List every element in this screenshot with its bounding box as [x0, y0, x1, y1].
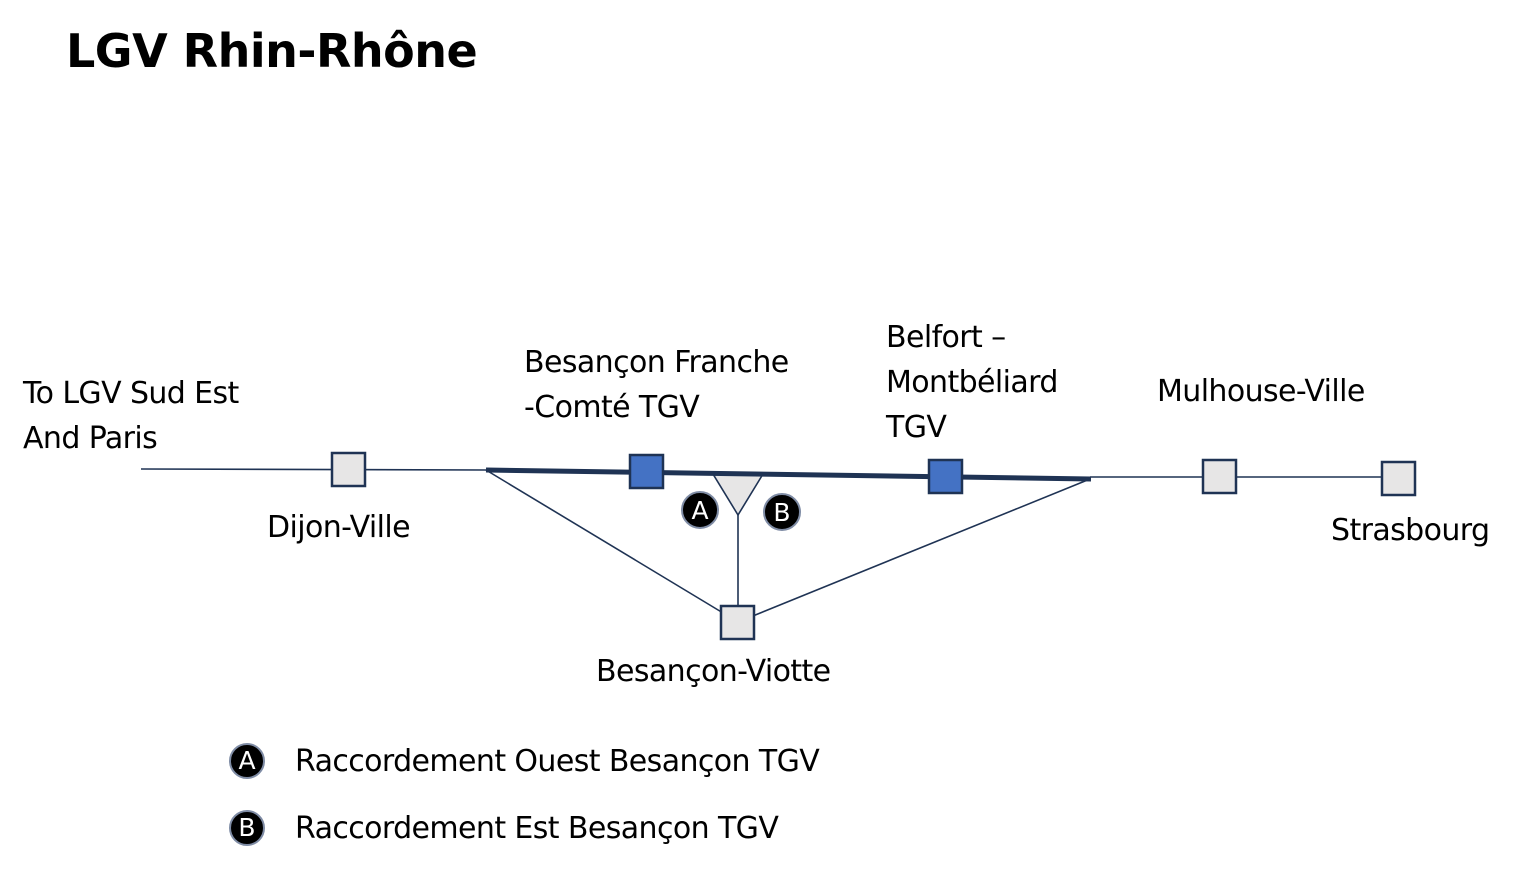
- station-marker-strasbourg[interactable]: [1380, 460, 1417, 497]
- label-belfort: Belfort – Montbéliard TGV: [886, 320, 1058, 445]
- legend-label-a: Raccordement Ouest Besançon TGV: [295, 743, 820, 779]
- legend-item-a: A Raccordement Ouest Besançon TGV: [229, 741, 820, 781]
- label-viotte: Besançon-Viotte: [596, 654, 831, 689]
- junction-a-badge: A: [681, 491, 719, 529]
- lgv-track: [485, 467, 1092, 482]
- junction-b-badge: B: [763, 493, 801, 531]
- track-west-viotte: [485, 469, 739, 623]
- diagram-title: LGV Rhin-Rhône: [66, 24, 478, 78]
- station-marker-dijon[interactable]: [330, 451, 367, 488]
- track-east-viotte: [737, 478, 1091, 623]
- label-paris: To LGV Sud Est And Paris: [23, 376, 239, 456]
- legend-label-b: Raccordement Est Besançon TGV: [295, 810, 779, 846]
- label-strasbourg: Strasbourg: [1331, 513, 1490, 548]
- junction-a-letter: A: [691, 496, 708, 525]
- station-marker-besancon-tgv[interactable]: [628, 453, 665, 490]
- legend-badge-b: B: [229, 810, 265, 846]
- junction-b-letter: B: [773, 498, 790, 527]
- junction-triangle: [711, 473, 765, 517]
- station-marker-viotte[interactable]: [719, 604, 756, 641]
- label-mulhouse: Mulhouse-Ville: [1157, 374, 1365, 409]
- station-marker-belfort[interactable]: [927, 458, 964, 495]
- label-besancon-tgv: Besançon Franche -Comté TGV: [524, 345, 789, 425]
- track-paris-dijon: [140, 468, 487, 471]
- station-marker-mulhouse[interactable]: [1201, 458, 1238, 495]
- label-dijon: Dijon-Ville: [267, 510, 411, 545]
- legend-item-b: B Raccordement Est Besançon TGV: [229, 808, 779, 848]
- legend-badge-a: A: [229, 743, 265, 779]
